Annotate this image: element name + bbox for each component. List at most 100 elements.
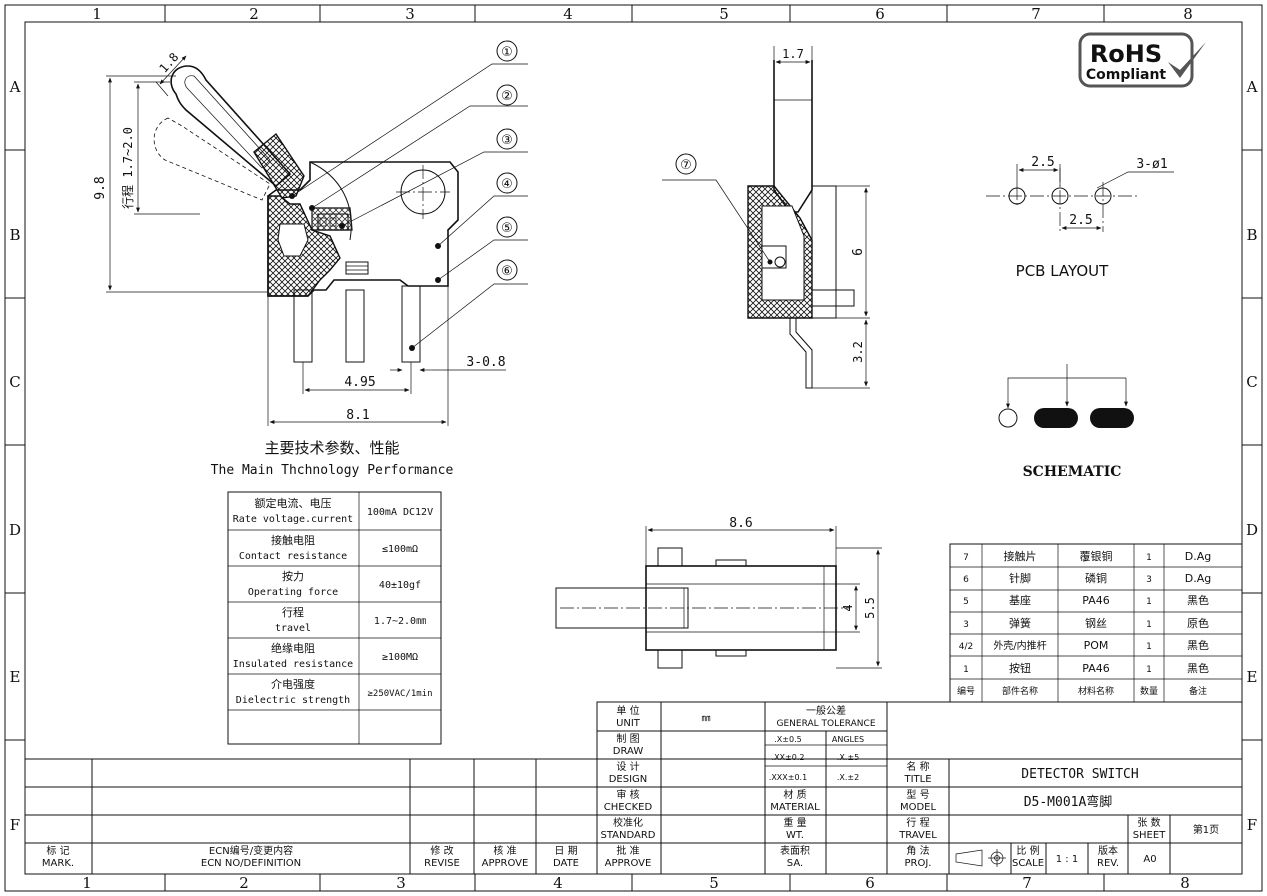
- perf-row-5-en: Insulated resistance: [233, 659, 353, 670]
- callout-5: ⑤: [501, 221, 513, 236]
- tb-unit-value: ㎜: [701, 714, 710, 724]
- tb-sheet-cn: 张 数: [1137, 816, 1160, 829]
- tb-mark-cn: 标 记: [46, 845, 69, 857]
- tb-wt-cn: 重 量: [783, 816, 806, 829]
- col-label-top-5: 5: [719, 5, 729, 23]
- front-view: ① ② ③ ④ ⑤ ⑥ 1.8 9.8 行程 1.7~2.0 4.95 3-0.…: [93, 40, 528, 426]
- callout-3: ③: [501, 133, 513, 148]
- row-label-right-e: E: [1247, 668, 1258, 686]
- perf-row-6-cn: 介电强度: [271, 677, 315, 691]
- pin-left: [293, 289, 313, 363]
- part-4-2-material: POM: [1084, 639, 1109, 652]
- tb-tol-1: .X±0.5: [774, 735, 801, 744]
- col-label-top-7: 7: [1031, 5, 1041, 23]
- tb-date-en: DATE: [553, 858, 579, 869]
- rohs-text: RoHS: [1090, 40, 1162, 68]
- tb-approve-en: APPROVE: [605, 858, 652, 869]
- tb-proj-cn: 角 法: [906, 844, 929, 857]
- tb-standard-en: STANDARD: [600, 830, 655, 841]
- spring-section: [311, 207, 353, 231]
- callout-1: ①: [501, 45, 513, 60]
- rohs-compliant-text: Compliant: [1086, 67, 1167, 83]
- tb-proj-en: PROJ.: [905, 858, 932, 869]
- part-5-material: PA46: [1082, 594, 1109, 607]
- tb-rev-cn: 版本: [1098, 844, 1118, 857]
- schematic-terminal-open: [998, 408, 1018, 428]
- tb-tol-5: .XXX±0.1: [769, 773, 807, 782]
- parts-header-name: 部件名称: [1002, 685, 1038, 697]
- part-1-material: PA46: [1082, 662, 1109, 675]
- dim-lever-width: 1.8: [156, 50, 181, 75]
- side-dim-pin: 3.2: [851, 341, 865, 363]
- tb-tol-2: ANGLES: [832, 735, 864, 744]
- tb-tol-4: .X.±5: [837, 753, 859, 762]
- col-label-bottom-2: 2: [239, 874, 249, 892]
- schematic-terminal-1: [1034, 408, 1078, 428]
- tb-wt-en: WT.: [786, 830, 804, 841]
- tb-mark-en: MARK.: [42, 858, 74, 869]
- col-label-top-8: 8: [1183, 5, 1193, 23]
- side-dim-top: 1.7: [782, 47, 804, 61]
- schematic-terminal-2: [1090, 408, 1134, 428]
- col-label-top-3: 3: [405, 5, 415, 23]
- tb-tol-cn: 一般公差: [806, 704, 846, 717]
- col-label-top-2: 2: [249, 5, 259, 23]
- part-4-2-name: 外壳/内推杆: [993, 639, 1046, 652]
- part-7-material: 覆银铜: [1080, 549, 1113, 563]
- side-dim-height: 6: [851, 248, 866, 256]
- dim-height: 9.8: [93, 176, 108, 199]
- part-1-qty: 1: [1146, 665, 1152, 675]
- parts-list: 7 接触片 覆银铜 1 D.Ag 6 针脚 磷铜 3 D.Ag 5 基座 PA4…: [949, 543, 1243, 703]
- tb-model-value: D5-M001A弯脚: [1024, 794, 1113, 810]
- tb-scale-en: SCALE: [1012, 858, 1044, 869]
- part-5-name: 基座: [1009, 593, 1031, 607]
- col-label-bottom-7: 7: [1022, 874, 1032, 892]
- side-bent-pin: [789, 318, 813, 389]
- row-label-left-f: F: [10, 816, 20, 834]
- pcb-dim-spacing-bottom: 2.5: [1069, 213, 1092, 228]
- bottom-dim-outer: 5.5: [863, 597, 877, 619]
- row-label-left-d: D: [9, 521, 21, 539]
- performance-section: 主要技术参数、性能 The Main Thchnology Performanc…: [211, 439, 454, 745]
- tb-scale-value: 1 : 1: [1056, 854, 1078, 865]
- bottom-dim-length: 8.6: [729, 516, 752, 531]
- pcb-layout-label: PCB LAYOUT: [1016, 262, 1110, 280]
- title-block: 单 位 UNIT ㎜ 一般公差 GENERAL TOLERANCE .X±0.5…: [25, 701, 1243, 875]
- row-label-right-f: F: [1247, 816, 1257, 834]
- part-3-note: 原色: [1187, 616, 1209, 630]
- tb-unit-cn: 单 位: [616, 704, 639, 717]
- tb-design-en: DESIGN: [609, 774, 648, 785]
- perf-row-4-value: 1.7~2.0㎜: [374, 616, 426, 627]
- row-label-right-b: B: [1246, 226, 1257, 244]
- pin-middle: [345, 289, 365, 363]
- tb-tol-3: .XX±0.2: [772, 753, 805, 762]
- parts-header-no: 编号: [957, 685, 975, 697]
- row-label-right-c: C: [1246, 373, 1257, 391]
- dim-travel: 行程 1.7~2.0: [120, 127, 135, 209]
- tb-tol-6: .X.±2: [837, 773, 859, 782]
- tb-standard-cn: 校准化: [613, 816, 643, 829]
- callout-6: ⑥: [501, 264, 513, 279]
- tb-material-cn: 材 质: [783, 788, 806, 801]
- tb-sheet-en: SHEET: [1133, 830, 1167, 841]
- performance-title-en: The Main Thchnology Performance: [211, 463, 454, 478]
- pcb-layout: 2.5 2.5 3-ø1 PCB LAYOUT: [986, 155, 1174, 280]
- dim-pin-pitch: 4.95: [344, 375, 375, 390]
- tb-ecn-en: ECN NO/DEFINITION: [201, 858, 301, 869]
- perf-row-4-en: travel: [275, 623, 311, 634]
- tb-rev-en: REV.: [1097, 858, 1119, 869]
- col-label-bottom-6: 6: [865, 874, 875, 892]
- side-view: 1.7 ⑦ 6 3.2: [662, 46, 870, 389]
- row-label-right-d: D: [1246, 521, 1258, 539]
- tb-approve2-en: APPROVE: [482, 858, 529, 869]
- part-1-name: 按钮: [1009, 661, 1031, 675]
- part-7-name: 接触片: [1004, 549, 1037, 563]
- tb-scale-cn: 比 例: [1016, 844, 1039, 857]
- checkmark-icon: [1168, 42, 1206, 78]
- perf-row-3-cn: 按力: [282, 569, 304, 583]
- col-label-top-1: 1: [92, 5, 102, 23]
- perf-row-3-en: Operating force: [248, 587, 338, 598]
- tb-material-en: MATERIAL: [770, 802, 820, 813]
- dim-total-width: 8.1: [346, 408, 369, 423]
